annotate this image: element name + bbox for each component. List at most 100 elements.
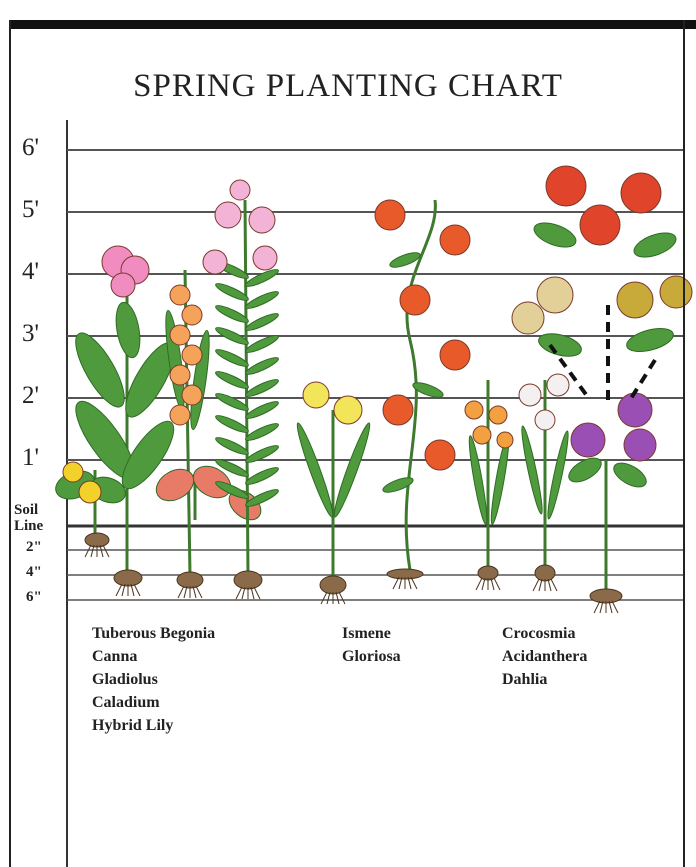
- acidanthera-leaf: [545, 430, 572, 520]
- gloriosa-bloom: [400, 285, 430, 315]
- gladiolus-bloom: [182, 305, 202, 325]
- begonia-tuber-root: [103, 545, 109, 557]
- gladiolus-bloom: [182, 385, 202, 405]
- begonia-tuber-root: [85, 545, 91, 557]
- hybrid-lily-leaf: [244, 443, 280, 465]
- soil-label-line2: Line: [14, 518, 43, 534]
- gloriosa-bloom: [440, 225, 470, 255]
- plant-name-hybrid-lily: Hybrid Lily: [92, 714, 215, 737]
- crocosmia-corm: [478, 566, 498, 580]
- dahlia-bloom-red: [580, 205, 620, 245]
- dahlia-height-dash: [630, 360, 655, 400]
- acidanthera-bloom: [547, 374, 569, 396]
- gladiolus-bloom: [170, 285, 190, 305]
- ismene-bulb-root: [339, 592, 345, 604]
- gloriosa-bloom: [425, 440, 455, 470]
- hybrid-lily-leaf: [244, 311, 280, 333]
- plant-name-dahlia: Dahlia: [502, 668, 587, 691]
- plant-name-gloriosa: Gloriosa: [342, 645, 401, 668]
- gladiolus-bloom: [182, 345, 202, 365]
- hybrid-lily-bloom: [203, 250, 227, 274]
- hybrid-lily-leaf: [244, 399, 280, 421]
- acidanthera-corm-root: [539, 579, 542, 591]
- begonia-tuber: [85, 533, 109, 547]
- gloriosa-leaf: [381, 475, 414, 495]
- ismene-bloom: [334, 396, 362, 424]
- gladiolus-bloom: [170, 365, 190, 385]
- plant-list-group-1: Tuberous Begonia Canna Gladiolus Caladiu…: [92, 622, 215, 737]
- hybrid-lily-bloom: [253, 246, 277, 270]
- acidanthera-leaf: [519, 425, 546, 515]
- canna-rhizome-root: [116, 584, 122, 596]
- height-tick-3ft: 3': [22, 320, 39, 348]
- gladiolus-bloom: [170, 405, 190, 425]
- hybrid-lily-leaf: [244, 267, 280, 289]
- canna-rhizome: [114, 570, 142, 586]
- canna-bloom: [111, 273, 135, 297]
- plant-list-group-2: Ismene Gloriosa: [342, 622, 401, 668]
- plant-list-group-3: Crocosmia Acidanthera Dahlia: [502, 622, 587, 691]
- canna-leaf: [112, 301, 143, 360]
- dahlia-bloom-tan: [512, 302, 544, 334]
- depth-tick-2in: 2": [26, 539, 42, 556]
- dahlia-leaf: [565, 453, 605, 487]
- plant-name-canna: Canna: [92, 645, 215, 668]
- hybrid-lily-bloom: [215, 202, 241, 228]
- hybrid-lily-leaf: [214, 391, 250, 413]
- height-tick-2ft: 2': [22, 382, 39, 410]
- crocosmia-bloom: [489, 406, 507, 424]
- crocosmia-corm-root: [476, 578, 482, 590]
- plant-name-tuberous-begonia: Tuberous Begonia: [92, 622, 215, 645]
- acidanthera-corm-root: [533, 579, 539, 591]
- soil-label-line1: Soil: [14, 502, 43, 518]
- crocosmia-bloom: [465, 401, 483, 419]
- acidanthera-bloom: [519, 384, 541, 406]
- begonia-bloom: [79, 481, 101, 503]
- dahlia-bloom-purple: [571, 423, 605, 457]
- begonia-bloom: [63, 462, 83, 482]
- gloriosa-bloom: [440, 340, 470, 370]
- dahlia-bloom-purple: [618, 393, 652, 427]
- chart-top-border: [9, 20, 696, 29]
- dahlia-bloom-olive: [617, 282, 653, 318]
- dahlia-leaf: [536, 330, 584, 361]
- dahlia-tuber: [590, 589, 622, 603]
- crocosmia-leaf: [466, 435, 490, 525]
- hybrid-lily-leaf: [244, 377, 280, 399]
- height-tick-5ft: 5': [22, 196, 39, 224]
- plant-name-gladiolus: Gladiolus: [92, 668, 215, 691]
- crocosmia-bloom: [473, 426, 491, 444]
- depth-tick-4in: 4": [26, 564, 42, 581]
- dahlia-leaf: [631, 228, 679, 262]
- hybrid-lily-bulb-root: [254, 587, 260, 599]
- hybrid-lily-bloom: [249, 207, 275, 233]
- crocosmia-bloom: [497, 432, 513, 448]
- hybrid-lily-bloom: [230, 180, 250, 200]
- gladiolus-corm-root: [196, 586, 202, 598]
- crocosmia-corm-root: [494, 578, 500, 590]
- height-tick-6ft: 6': [22, 134, 39, 162]
- dahlia-bloom-tan: [537, 277, 573, 313]
- ismene-bulb-root: [321, 592, 327, 604]
- plant-name-acidanthera: Acidanthera: [502, 645, 587, 668]
- gloriosa-bloom: [375, 200, 405, 230]
- hybrid-lily-bulb-root: [236, 587, 242, 599]
- hybrid-lily-leaf: [214, 435, 250, 457]
- chart-title: SPRING PLANTING CHART: [0, 68, 696, 105]
- ismene-bulb: [320, 576, 346, 594]
- canna-rhizome-root: [134, 584, 140, 596]
- hybrid-lily-leaf: [214, 413, 250, 435]
- depth-tick-6in: 6": [26, 589, 42, 606]
- caladium-leaf: [151, 463, 200, 507]
- plant-name-ismene: Ismene: [342, 622, 401, 645]
- gladiolus-corm: [177, 572, 203, 588]
- ismene-bloom: [303, 382, 329, 408]
- dahlia-bloom-olive: [660, 276, 692, 308]
- dahlia-leaf: [610, 458, 650, 492]
- dahlia-bloom-purple: [624, 429, 656, 461]
- hybrid-lily-leaf: [244, 421, 280, 443]
- ismene-leaf: [330, 421, 374, 518]
- ismene-leaf: [293, 421, 337, 518]
- height-tick-4ft: 4': [22, 258, 39, 286]
